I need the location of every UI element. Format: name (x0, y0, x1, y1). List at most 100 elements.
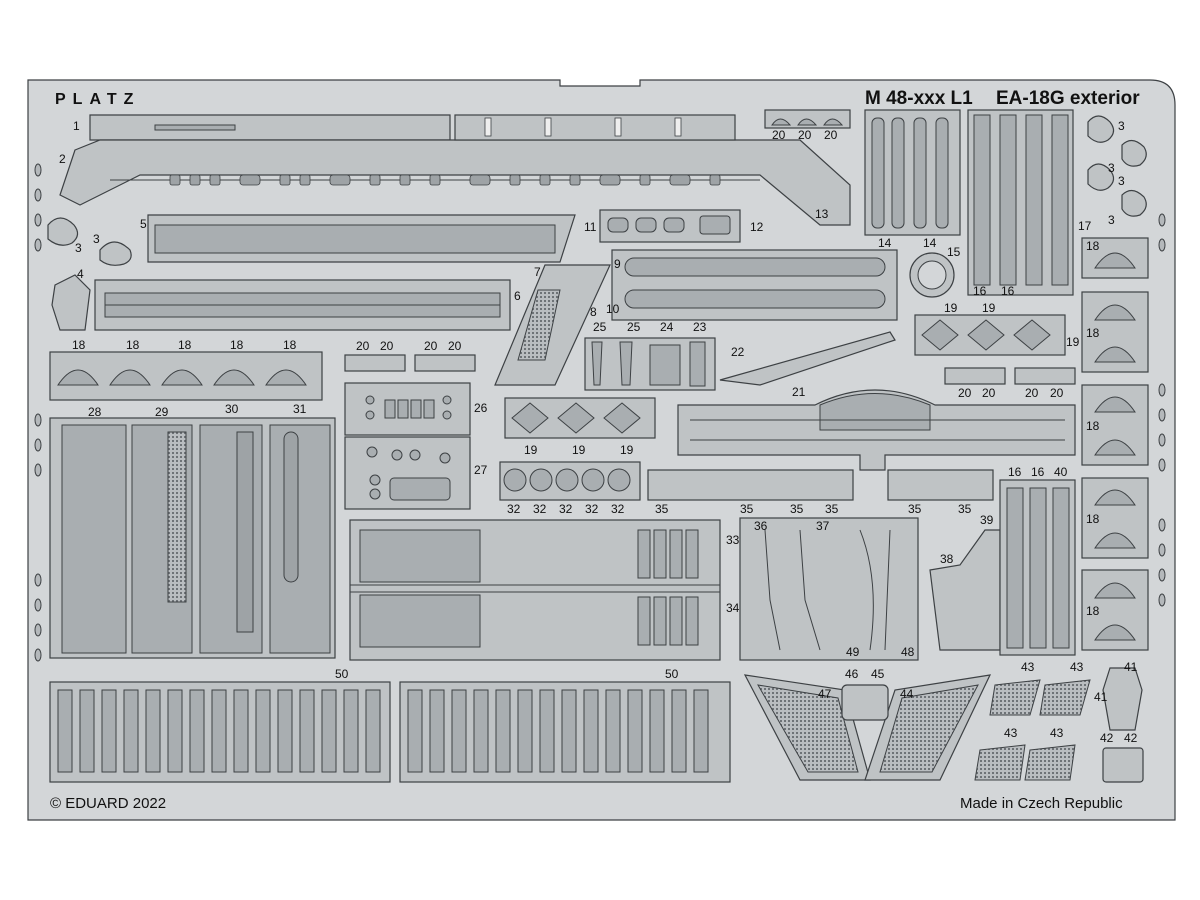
label-part-32a: 32 (507, 502, 521, 516)
label-part-46: 46 (845, 667, 859, 681)
label-part-41a: 41 (1124, 660, 1138, 674)
label-part-3d: 3 (1108, 213, 1115, 227)
label-part-20g: 20 (448, 339, 462, 353)
part-18-column (1081, 237, 1149, 651)
label-part-3c: 3 (1118, 174, 1125, 188)
part-3-left (47, 217, 79, 246)
label-part-20c: 20 (824, 128, 838, 142)
part-35-rows (647, 469, 994, 501)
label-part-6: 6 (514, 289, 521, 303)
part-16-top (967, 109, 1074, 296)
label-part-37: 37 (816, 519, 830, 533)
part-16-40-lower (999, 479, 1076, 656)
label-part-16a: 16 (973, 284, 987, 298)
part-19-top (914, 314, 1066, 356)
part-14-ladders (864, 109, 961, 236)
label-part-25b: 25 (627, 320, 641, 334)
label-part-50b: 50 (665, 667, 679, 681)
label-part-20h: 20 (958, 386, 972, 400)
part-1-2-13-strip (59, 114, 851, 226)
part-6-frame (94, 279, 511, 331)
label-part-3e: 3 (75, 241, 82, 255)
origin-text: Made in Czech Republic (960, 795, 1123, 812)
part-28-31-doors (49, 417, 336, 659)
label-part-32c: 32 (559, 502, 573, 516)
label-part-48: 48 (901, 645, 915, 659)
label-part-32b: 32 (533, 502, 547, 516)
part-50-strips (49, 681, 731, 783)
label-part-24: 24 (660, 320, 674, 334)
part-11-12-clips (599, 209, 741, 243)
label-part-30: 30 (225, 402, 239, 416)
label-part-42b: 42 (1124, 731, 1138, 745)
label-part-38: 38 (940, 552, 954, 566)
label-part-9: 9 (614, 257, 621, 271)
label-part-3b: 3 (1108, 161, 1115, 175)
label-part-12: 12 (750, 220, 764, 234)
label-part-45: 45 (871, 667, 885, 681)
label-part-18d: 18 (230, 338, 244, 352)
label-part-20a: 20 (772, 128, 786, 142)
part-23-25-brackets (584, 337, 716, 391)
label-part-39: 39 (980, 513, 994, 527)
label-part-20b: 20 (798, 128, 812, 142)
label-part-44: 44 (900, 687, 914, 701)
part-21-instrument-strip (677, 389, 1076, 471)
label-part-19f: 19 (620, 443, 634, 457)
part-18-row (49, 351, 323, 401)
label-part-7: 7 (534, 265, 541, 279)
label-part-18h: 18 (1086, 419, 1100, 433)
label-part-20e: 20 (380, 339, 394, 353)
part-20-mid (344, 354, 476, 372)
fret-title: EA-18G exterior (996, 88, 1140, 109)
part-4 (51, 274, 91, 331)
label-part-20j: 20 (1025, 386, 1039, 400)
label-part-29: 29 (155, 405, 169, 419)
label-part-41b: 41 (1094, 690, 1108, 704)
label-part-18a: 18 (72, 338, 86, 352)
label-part-35b: 35 (740, 502, 754, 516)
label-part-50a: 50 (335, 667, 349, 681)
label-part-14a: 14 (878, 236, 892, 250)
label-part-43c: 43 (1004, 726, 1018, 740)
part-9-10-rails (611, 249, 898, 321)
label-part-20i: 20 (982, 386, 996, 400)
part-3-rings (1087, 115, 1147, 217)
part-33-34-bays (349, 519, 721, 661)
label-part-32d: 32 (585, 502, 599, 516)
label-part-43b: 43 (1070, 660, 1084, 674)
label-part-2: 2 (59, 152, 66, 166)
label-part-20d: 20 (356, 339, 370, 353)
label-part-17: 17 (1078, 219, 1092, 233)
label-part-13: 13 (815, 207, 829, 221)
label-part-42a: 42 (1100, 731, 1114, 745)
part-26-27-panels (344, 382, 471, 510)
label-part-16c: 16 (1008, 465, 1022, 479)
label-part-21: 21 (792, 385, 806, 399)
part-41-42-small (1102, 667, 1144, 783)
label-part-34: 34 (726, 601, 740, 615)
copyright-text: © EDUARD 2022 (50, 795, 166, 812)
label-part-31: 31 (293, 402, 307, 416)
label-part-35a: 35 (655, 502, 669, 516)
part-7-8-grille (494, 264, 611, 386)
label-part-20k: 20 (1050, 386, 1064, 400)
part-20-right (944, 367, 1076, 385)
label-part-25a: 25 (593, 320, 607, 334)
label-part-20f: 20 (424, 339, 438, 353)
label-part-19e: 19 (572, 443, 586, 457)
part-32-wheels (499, 461, 641, 501)
label-part-27: 27 (474, 463, 488, 477)
label-part-19c: 19 (1066, 335, 1080, 349)
part-36-37-struts (739, 517, 919, 661)
label-part-35c: 35 (790, 502, 804, 516)
label-part-3f: 3 (93, 232, 100, 246)
label-part-19d: 19 (524, 443, 538, 457)
label-part-14b: 14 (923, 236, 937, 250)
label-part-3a: 3 (1118, 119, 1125, 133)
label-part-18e: 18 (283, 338, 297, 352)
part-22-strip (719, 331, 896, 386)
label-part-43d: 43 (1050, 726, 1064, 740)
label-part-26: 26 (474, 401, 488, 415)
label-part-18f: 18 (1086, 239, 1100, 253)
